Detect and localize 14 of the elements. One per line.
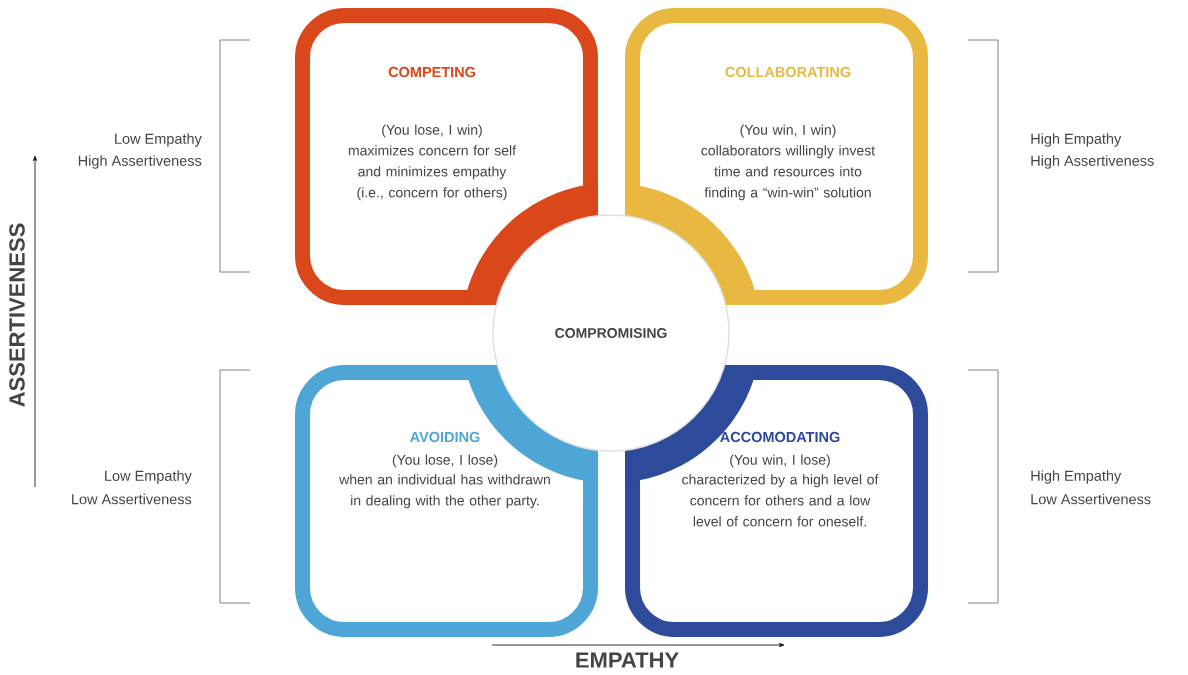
side-label: High Assertiveness — [1031, 155, 1154, 169]
quadrant-box: ACCOMODATING (You win, I lose) characterized by a high level of concern for others and a low level of concern for oneself. — [625, 365, 928, 637]
quadrant-box: COMPETING (You lose, I win) maximizes concern for self and minimizes empathy (i.e., concern for others) — [295, 8, 598, 305]
axis-label: EMPATHY — [576, 652, 679, 668]
side-label: Low Assertiveness — [72, 493, 192, 505]
side-label: High Empathy — [1031, 470, 1122, 484]
side-label: High Assertiveness — [78, 155, 202, 169]
side-label: Low Assertiveness — [1031, 493, 1151, 505]
side-label: Low Empathy — [115, 133, 202, 147]
axis-label: ASSERTIVENESS — [9, 223, 25, 407]
side-label: Low Empathy — [105, 470, 192, 484]
quadrant-box: AVOIDING (You lose, I lose) when an individual has withdrawn in dealing with the other party. — [295, 365, 598, 637]
side-label: High Empathy — [1031, 133, 1122, 147]
quadrant-box: COLLABORATING (You win, I win) collaborators willingly invest time and resources into finding a “win-win” solution — [625, 8, 928, 305]
